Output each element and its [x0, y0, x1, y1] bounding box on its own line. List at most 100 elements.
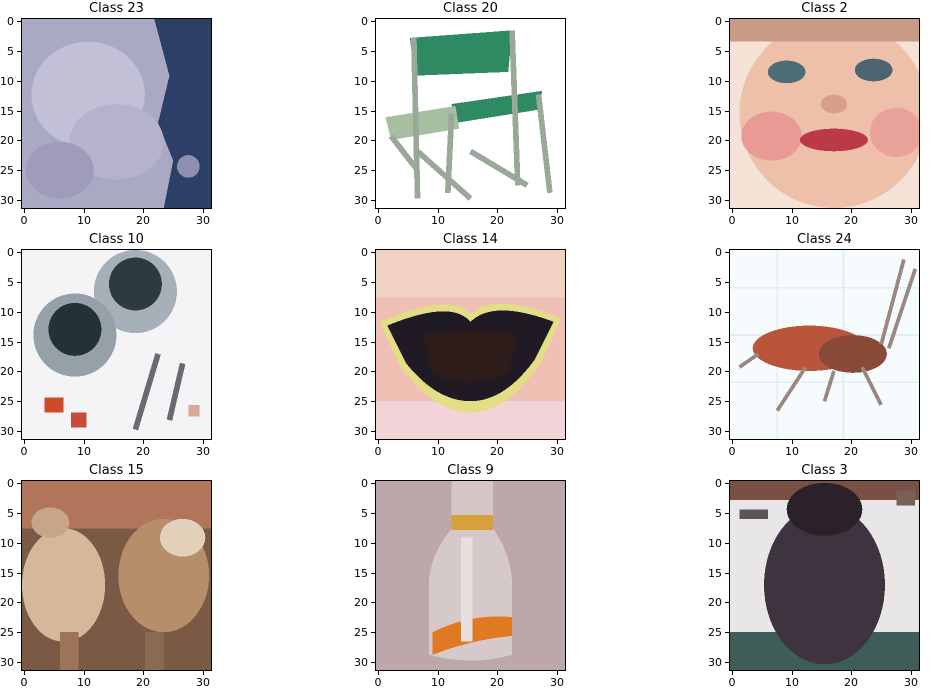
- y-tick-label: 15: [354, 567, 368, 580]
- y-tick-mark: [725, 401, 729, 402]
- y-tick-mark: [17, 51, 21, 52]
- x-tick-label: 30: [196, 214, 210, 227]
- y-tick-mark: [725, 170, 729, 171]
- y-tick-mark: [17, 602, 21, 603]
- y-tick-label: 15: [0, 567, 14, 580]
- y-tick-mark: [371, 51, 375, 52]
- y-tick-label: 10: [0, 75, 14, 88]
- x-tick-label: 30: [904, 445, 918, 458]
- x-tick-mark: [143, 209, 144, 213]
- y-tick-label: 20: [708, 596, 722, 609]
- y-tick-mark: [371, 632, 375, 633]
- panel-title: Class 3: [801, 463, 848, 478]
- y-tick-label: 25: [0, 626, 14, 639]
- y-tick-label: 5: [715, 276, 722, 289]
- panel-title: Class 2: [801, 1, 848, 16]
- x-tick-label: 20: [490, 676, 504, 689]
- x-tick-label: 20: [490, 214, 504, 227]
- y-tick-mark: [17, 140, 21, 141]
- x-tick-mark: [84, 440, 85, 444]
- y-tick-mark: [725, 140, 729, 141]
- x-tick-mark: [732, 440, 733, 444]
- y-tick-mark: [371, 111, 375, 112]
- y-tick-mark: [371, 602, 375, 603]
- y-tick-label: 10: [708, 306, 722, 319]
- y-tick-mark: [17, 632, 21, 633]
- y-tick-mark: [371, 200, 375, 201]
- y-tick-label: 0: [361, 15, 368, 28]
- x-tick-mark: [24, 440, 25, 444]
- y-tick-mark: [725, 573, 729, 574]
- x-tick-label: 10: [785, 676, 799, 689]
- y-tick-label: 10: [0, 306, 14, 319]
- x-tick-label: 30: [196, 445, 210, 458]
- y-tick-mark: [725, 252, 729, 253]
- y-tick-mark: [371, 252, 375, 253]
- x-tick-label: 10: [77, 676, 91, 689]
- x-tick-mark: [438, 209, 439, 213]
- y-tick-mark: [725, 543, 729, 544]
- y-tick-mark: [725, 483, 729, 484]
- y-tick-label: 25: [0, 164, 14, 177]
- y-tick-mark: [17, 200, 21, 201]
- y-tick-mark: [371, 342, 375, 343]
- y-tick-mark: [17, 573, 21, 574]
- y-tick-label: 5: [7, 276, 14, 289]
- y-tick-label: 20: [0, 596, 14, 609]
- y-tick-mark: [17, 111, 21, 112]
- butterfly-image: [375, 249, 566, 440]
- x-tick-mark: [24, 671, 25, 675]
- y-tick-label: 5: [7, 507, 14, 520]
- y-tick-label: 0: [361, 246, 368, 259]
- x-tick-label: 30: [196, 676, 210, 689]
- y-tick-label: 25: [0, 395, 14, 408]
- glass-bottle-image: [375, 480, 566, 671]
- x-tick-mark: [84, 209, 85, 213]
- x-tick-label: 20: [136, 676, 150, 689]
- y-tick-label: 15: [0, 105, 14, 118]
- x-tick-label: 10: [431, 445, 445, 458]
- x-tick-label: 0: [374, 214, 382, 227]
- y-tick-mark: [371, 431, 375, 432]
- x-tick-label: 30: [550, 676, 564, 689]
- y-tick-label: 25: [354, 626, 368, 639]
- y-tick-mark: [725, 51, 729, 52]
- x-tick-mark: [851, 209, 852, 213]
- y-tick-label: 10: [354, 75, 368, 88]
- y-tick-label: 30: [354, 425, 368, 438]
- baby-face-image: [729, 18, 920, 209]
- y-tick-mark: [17, 170, 21, 171]
- y-tick-mark: [17, 21, 21, 22]
- x-tick-label: 0: [728, 676, 736, 689]
- y-tick-label: 20: [0, 365, 14, 378]
- x-tick-mark: [557, 209, 558, 213]
- folding-chair-image: [375, 18, 566, 209]
- y-tick-mark: [725, 200, 729, 201]
- x-tick-label: 20: [136, 214, 150, 227]
- panel-title: Class 14: [443, 232, 498, 247]
- y-tick-mark: [371, 21, 375, 22]
- x-tick-mark: [378, 671, 379, 675]
- y-tick-mark: [371, 543, 375, 544]
- panel-title: Class 23: [89, 1, 144, 16]
- y-tick-label: 0: [7, 246, 14, 259]
- y-tick-mark: [371, 401, 375, 402]
- panel-title: Class 15: [89, 463, 144, 478]
- y-tick-label: 10: [0, 537, 14, 550]
- y-tick-label: 5: [361, 276, 368, 289]
- y-tick-label: 0: [715, 477, 722, 490]
- y-tick-label: 20: [354, 134, 368, 147]
- x-tick-mark: [732, 671, 733, 675]
- x-tick-mark: [911, 209, 912, 213]
- y-tick-mark: [725, 21, 729, 22]
- y-tick-mark: [725, 632, 729, 633]
- y-tick-mark: [725, 371, 729, 372]
- y-tick-mark: [371, 662, 375, 663]
- x-tick-mark: [143, 440, 144, 444]
- y-tick-mark: [17, 81, 21, 82]
- y-tick-mark: [17, 312, 21, 313]
- bear-image: [729, 480, 920, 671]
- x-tick-label: 0: [20, 445, 28, 458]
- y-tick-label: 0: [7, 477, 14, 490]
- y-tick-label: 30: [0, 425, 14, 438]
